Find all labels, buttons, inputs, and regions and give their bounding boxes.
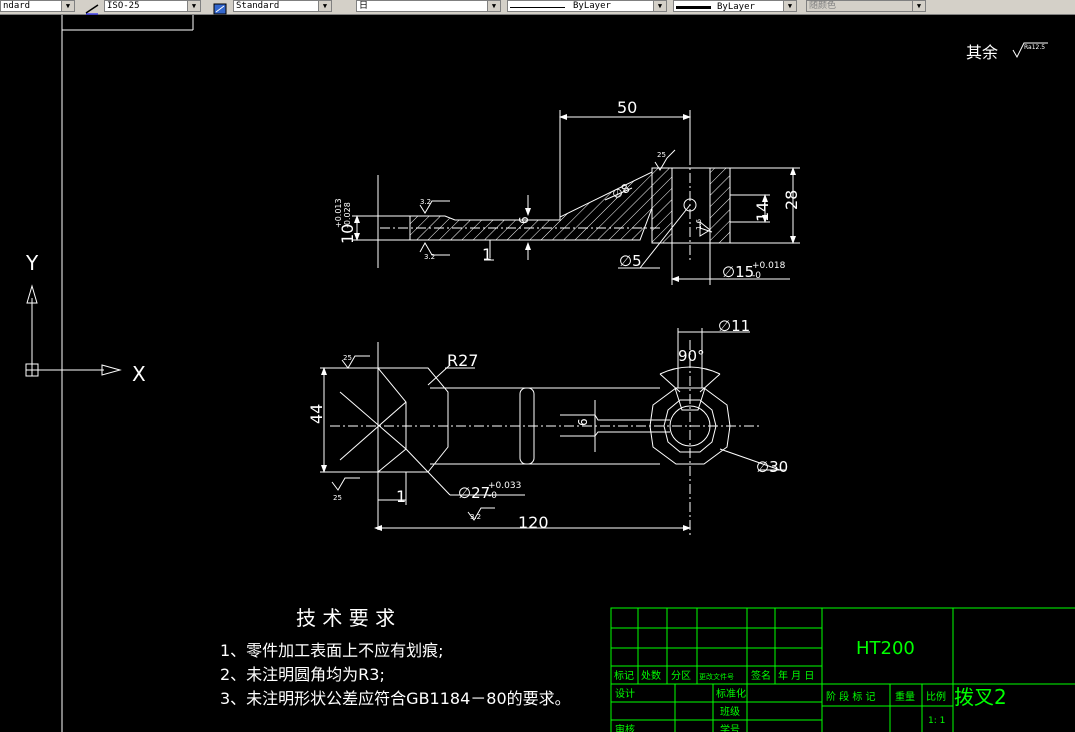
dim-r27: R27 — [447, 351, 478, 370]
layer-dropdown[interactable]: 日 ▼ — [356, 0, 501, 12]
dim-120: 120 — [518, 513, 549, 532]
title-part-name: 拨叉2 — [954, 685, 1007, 709]
lineweight-sample — [676, 1, 711, 9]
linetype-sample — [510, 2, 565, 8]
dim-d27: ∅27 — [458, 484, 490, 502]
rough-25-top-b: 25 — [333, 494, 342, 502]
dim-d5: ∅5 — [619, 252, 642, 270]
roughness-symbol-icon — [1012, 42, 1048, 59]
chevron-down-icon[interactable]: ▼ — [61, 1, 74, 11]
table-style-icon[interactable] — [212, 0, 228, 15]
title-material: HT200 — [856, 638, 915, 659]
properties-toolbar: ndard ▼ ISO-25 ▼ Standard ▼ 日 ▼ ByLayer … — [0, 0, 1075, 15]
ucs-icon — [25, 284, 122, 377]
dim-d11: ∅11 — [718, 317, 750, 335]
rough-32-top: 3.2 — [470, 513, 481, 521]
dim-d30: ∅30 — [756, 458, 788, 476]
dim-d27-tol-up: +0.033 — [488, 481, 521, 491]
top-view — [320, 328, 785, 535]
chevron-down-icon[interactable]: ▼ — [187, 1, 200, 11]
dim-6-top: 6 — [576, 418, 590, 426]
dim-d15-tol-low: -0 — [752, 271, 761, 281]
color-dropdown[interactable]: 随颜色 ▼ — [806, 0, 926, 12]
tech-req-line2: 2、未注明圆角均为R3; — [220, 665, 385, 684]
chevron-down-icon[interactable]: ▼ — [783, 1, 796, 11]
table-style-value: Standard — [236, 1, 280, 11]
rough-32-b: 3.2 — [424, 253, 435, 261]
dim-50: 50 — [617, 98, 637, 117]
dim-44: 44 — [307, 404, 326, 424]
chevron-down-icon[interactable]: ▼ — [487, 1, 500, 11]
roughness-rest-value: Ra12.5 — [1024, 44, 1045, 51]
table-style-dropdown[interactable]: Standard ▼ — [233, 0, 332, 12]
tb-standard: 标准化 — [716, 687, 746, 700]
color-value: 随颜色 — [809, 1, 837, 11]
tb-sign: 签名 — [751, 669, 771, 682]
tb-count: 处数 — [641, 669, 661, 682]
rough-16: 1.6 — [695, 218, 703, 230]
dim-d15: ∅15 — [722, 263, 754, 281]
roughness-rest-label: 其余 — [966, 43, 998, 62]
dimension-style-icon[interactable] — [84, 0, 100, 15]
dim-style-dropdown[interactable]: ISO-25 ▼ — [104, 0, 201, 12]
dim-90: 90° — [678, 347, 705, 365]
text-style-dropdown[interactable]: ndard ▼ — [0, 0, 75, 12]
tech-req-line3: 3、未注明形状公差应符合GB1184－80的要求。 — [220, 689, 571, 708]
tech-req-line1: 1、零件加工表面上不应有划痕; — [220, 641, 444, 660]
dim-10-tol-up: +0.013 — [334, 198, 343, 228]
linetype-value: ByLayer — [573, 1, 611, 11]
tech-req-title: 技 术 要 求 — [296, 606, 395, 630]
rough-25-top-a: 25 — [343, 354, 352, 362]
dim-style-value: ISO-25 — [107, 1, 140, 11]
linetype-dropdown[interactable]: ByLayer ▼ — [507, 0, 667, 12]
chevron-down-icon[interactable]: ▼ — [653, 1, 666, 11]
tb-zone: 分区 — [671, 670, 691, 682]
dim-1-top: 1 — [396, 487, 406, 506]
chevron-down-icon[interactable]: ▼ — [912, 1, 925, 11]
dim-1-front: 1 — [482, 245, 492, 264]
title-block — [610, 607, 1075, 732]
front-view — [352, 110, 800, 285]
tb-design: 设计 — [615, 687, 635, 700]
tb-scale: 1: 1 — [928, 716, 945, 726]
tb-student-no: 学号 — [720, 723, 740, 732]
tb-mark: 标记 — [614, 670, 634, 682]
dim-10: 10 — [338, 224, 357, 244]
tb-doc-no: 更改文件号 — [699, 672, 734, 681]
tb-weight: 重量 — [895, 690, 915, 703]
lineweight-dropdown[interactable]: ByLayer ▼ — [673, 0, 797, 12]
rough-32-a: 3.2 — [420, 198, 431, 206]
text-style-value: ndard — [3, 1, 31, 11]
dim-14: 14 — [753, 202, 772, 222]
layer-value: 日 — [359, 1, 369, 11]
tb-date: 年 月 日 — [778, 669, 814, 682]
dim-d15-tol-up: +0.018 — [752, 261, 786, 271]
ucs-x-label: X — [132, 362, 146, 386]
drawing-canvas[interactable]: Y X 其余 Ra12.5 — [0, 15, 1075, 732]
tb-class: 班级 — [720, 706, 740, 718]
ucs-y-label: Y — [25, 251, 39, 275]
dim-10-tol-low: -0.028 — [343, 202, 352, 228]
chevron-down-icon[interactable]: ▼ — [318, 1, 331, 11]
tb-ratio: 比例 — [926, 690, 946, 703]
dim-d27-tol-low: -0 — [488, 491, 497, 501]
tb-review: 审核 — [615, 723, 635, 732]
dim-28: 28 — [782, 190, 801, 210]
lineweight-value: ByLayer — [717, 2, 755, 12]
dim-6-front: 6 — [517, 216, 531, 224]
rough-25-front: 25 — [657, 151, 666, 159]
tb-stage: 阶 段 标 记 — [826, 690, 876, 703]
